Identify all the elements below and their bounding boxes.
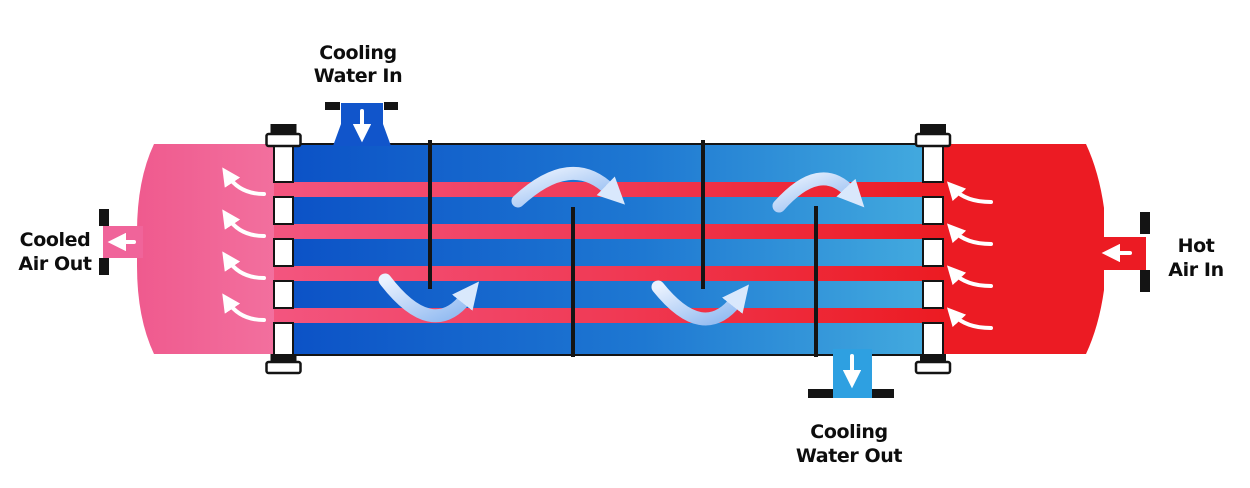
hot-nozzle-flange-top — [1140, 212, 1150, 234]
hot-flow-arrow-4-icon — [946, 307, 993, 330]
flange-bolt-bottom-right — [914, 354, 952, 375]
outlet-flange-left — [808, 389, 833, 398]
label-hot-air-in-line2: Air In — [1168, 259, 1223, 281]
hot-flow-arrow-1-icon — [946, 181, 993, 204]
tubesheet-left — [273, 140, 294, 358]
crossflow-arrow-under-baffle1-icon — [378, 273, 480, 323]
tube-2 — [274, 224, 944, 239]
inlet-flange-left — [325, 102, 340, 110]
shell-body — [279, 143, 941, 356]
hot-flow-arrow-3-icon — [946, 265, 993, 288]
label-cooling-water-in-line1: Cooling — [319, 42, 396, 64]
baffle-1-top — [428, 140, 432, 289]
cooled-flow-arrow-1-icon — [222, 167, 266, 196]
label-cooled-air-out-line2: Air Out — [18, 253, 91, 275]
hot-nozzle-flange-bottom — [1140, 270, 1150, 292]
hot-air-chamber — [936, 144, 1104, 354]
label-cooling-water-in: Cooling Water In — [314, 42, 403, 87]
cooled-nozzle-flange-top — [99, 209, 109, 226]
crossflow-arrow-over-baffle2-icon — [511, 166, 626, 208]
cooled-flow-arrow-3-icon — [222, 251, 266, 280]
label-cooled-air-out: Cooled Air Out — [18, 229, 92, 275]
tube-3 — [274, 266, 944, 281]
cooled-flow-arrow-2-icon — [222, 209, 266, 238]
baffle-3-top — [701, 140, 705, 289]
cooled-chamber-arrows — [222, 167, 266, 322]
flange-bolt-bottom-left — [265, 354, 302, 375]
cooled-flow-arrow-4-icon — [222, 293, 266, 322]
label-cooling-water-in-line2: Water In — [314, 65, 402, 87]
flange-bolt-top-right — [914, 124, 952, 148]
label-cooled-air-out-line1: Cooled — [20, 229, 91, 251]
label-cooling-water-out-line2: Water Out — [796, 445, 903, 467]
baffle-2-bottom — [571, 207, 575, 357]
baffle-4-bottom — [814, 206, 818, 357]
hot-flow-arrow-2-icon — [946, 223, 993, 246]
flange-bolt-top-left — [265, 124, 302, 148]
baffles — [428, 140, 818, 357]
inlet-flange-right — [384, 102, 398, 110]
cooled-nozzle-flange-bottom — [99, 258, 109, 275]
shell-crossflow-arrows — [378, 166, 865, 326]
port-arrows — [107, 109, 1132, 389]
tubesheet-right — [922, 140, 944, 358]
outlet-flange-right — [872, 389, 894, 398]
hot-chamber-arrows — [946, 181, 993, 330]
label-cooling-water-out: Cooling Water Out — [796, 421, 903, 467]
crossflow-arrow-over-baffle4-icon — [772, 172, 865, 213]
cooled-air-chamber — [137, 144, 284, 354]
label-hot-air-in-line1: Hot — [1178, 235, 1215, 257]
label-hot-air-in: Hot Air In — [1168, 235, 1224, 281]
label-cooling-water-out-line1: Cooling — [810, 421, 887, 443]
tube-4 — [274, 308, 944, 323]
crossflow-arrow-under-baffle3-icon — [651, 280, 749, 326]
